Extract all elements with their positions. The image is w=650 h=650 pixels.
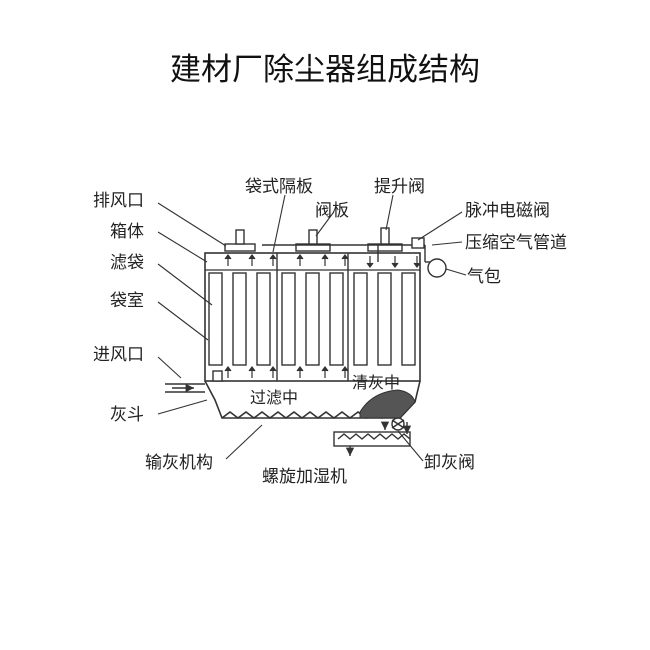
label-air-bag: 气包: [467, 267, 501, 287]
label-valve-plate: 阀板: [315, 201, 349, 221]
label-housing: 箱体: [110, 222, 144, 242]
lift-valves: [224, 227, 403, 252]
label-screw-humidifier: 螺旋加湿机: [262, 467, 347, 487]
discharge-assembly: [333, 417, 412, 456]
air-system: [262, 237, 447, 278]
flow-arrows: [224, 254, 421, 378]
label-filtering: 过滤中: [250, 388, 298, 407]
inlet-duct: [165, 370, 223, 393]
label-bag-room: 袋室: [110, 291, 144, 311]
filter-bags: [208, 272, 416, 366]
label-discharge-valve: 卸灰阀: [424, 453, 475, 473]
housing-body: [204, 252, 421, 382]
label-hopper: 灰斗: [110, 405, 144, 425]
label-inlet: 进风口: [93, 345, 144, 365]
label-ash-conveyor: 输灰机构: [145, 453, 213, 473]
dust-pile: [359, 389, 416, 419]
label-pulse-valve: 脉冲电磁阀: [465, 201, 550, 221]
label-exhaust-outlet: 排风口: [93, 191, 144, 211]
label-lift-valve: 提升阀: [374, 177, 425, 197]
label-bag-partition: 袋式隔板: [245, 177, 313, 197]
page-title: 建材厂除尘器组成结构: [170, 52, 480, 88]
label-filter-bag: 滤袋: [110, 253, 144, 273]
label-compressed-air-pipe: 压缩空气管道: [465, 233, 567, 253]
leader-lines: [157, 194, 467, 462]
label-cleaning: 清灰中: [352, 373, 400, 392]
